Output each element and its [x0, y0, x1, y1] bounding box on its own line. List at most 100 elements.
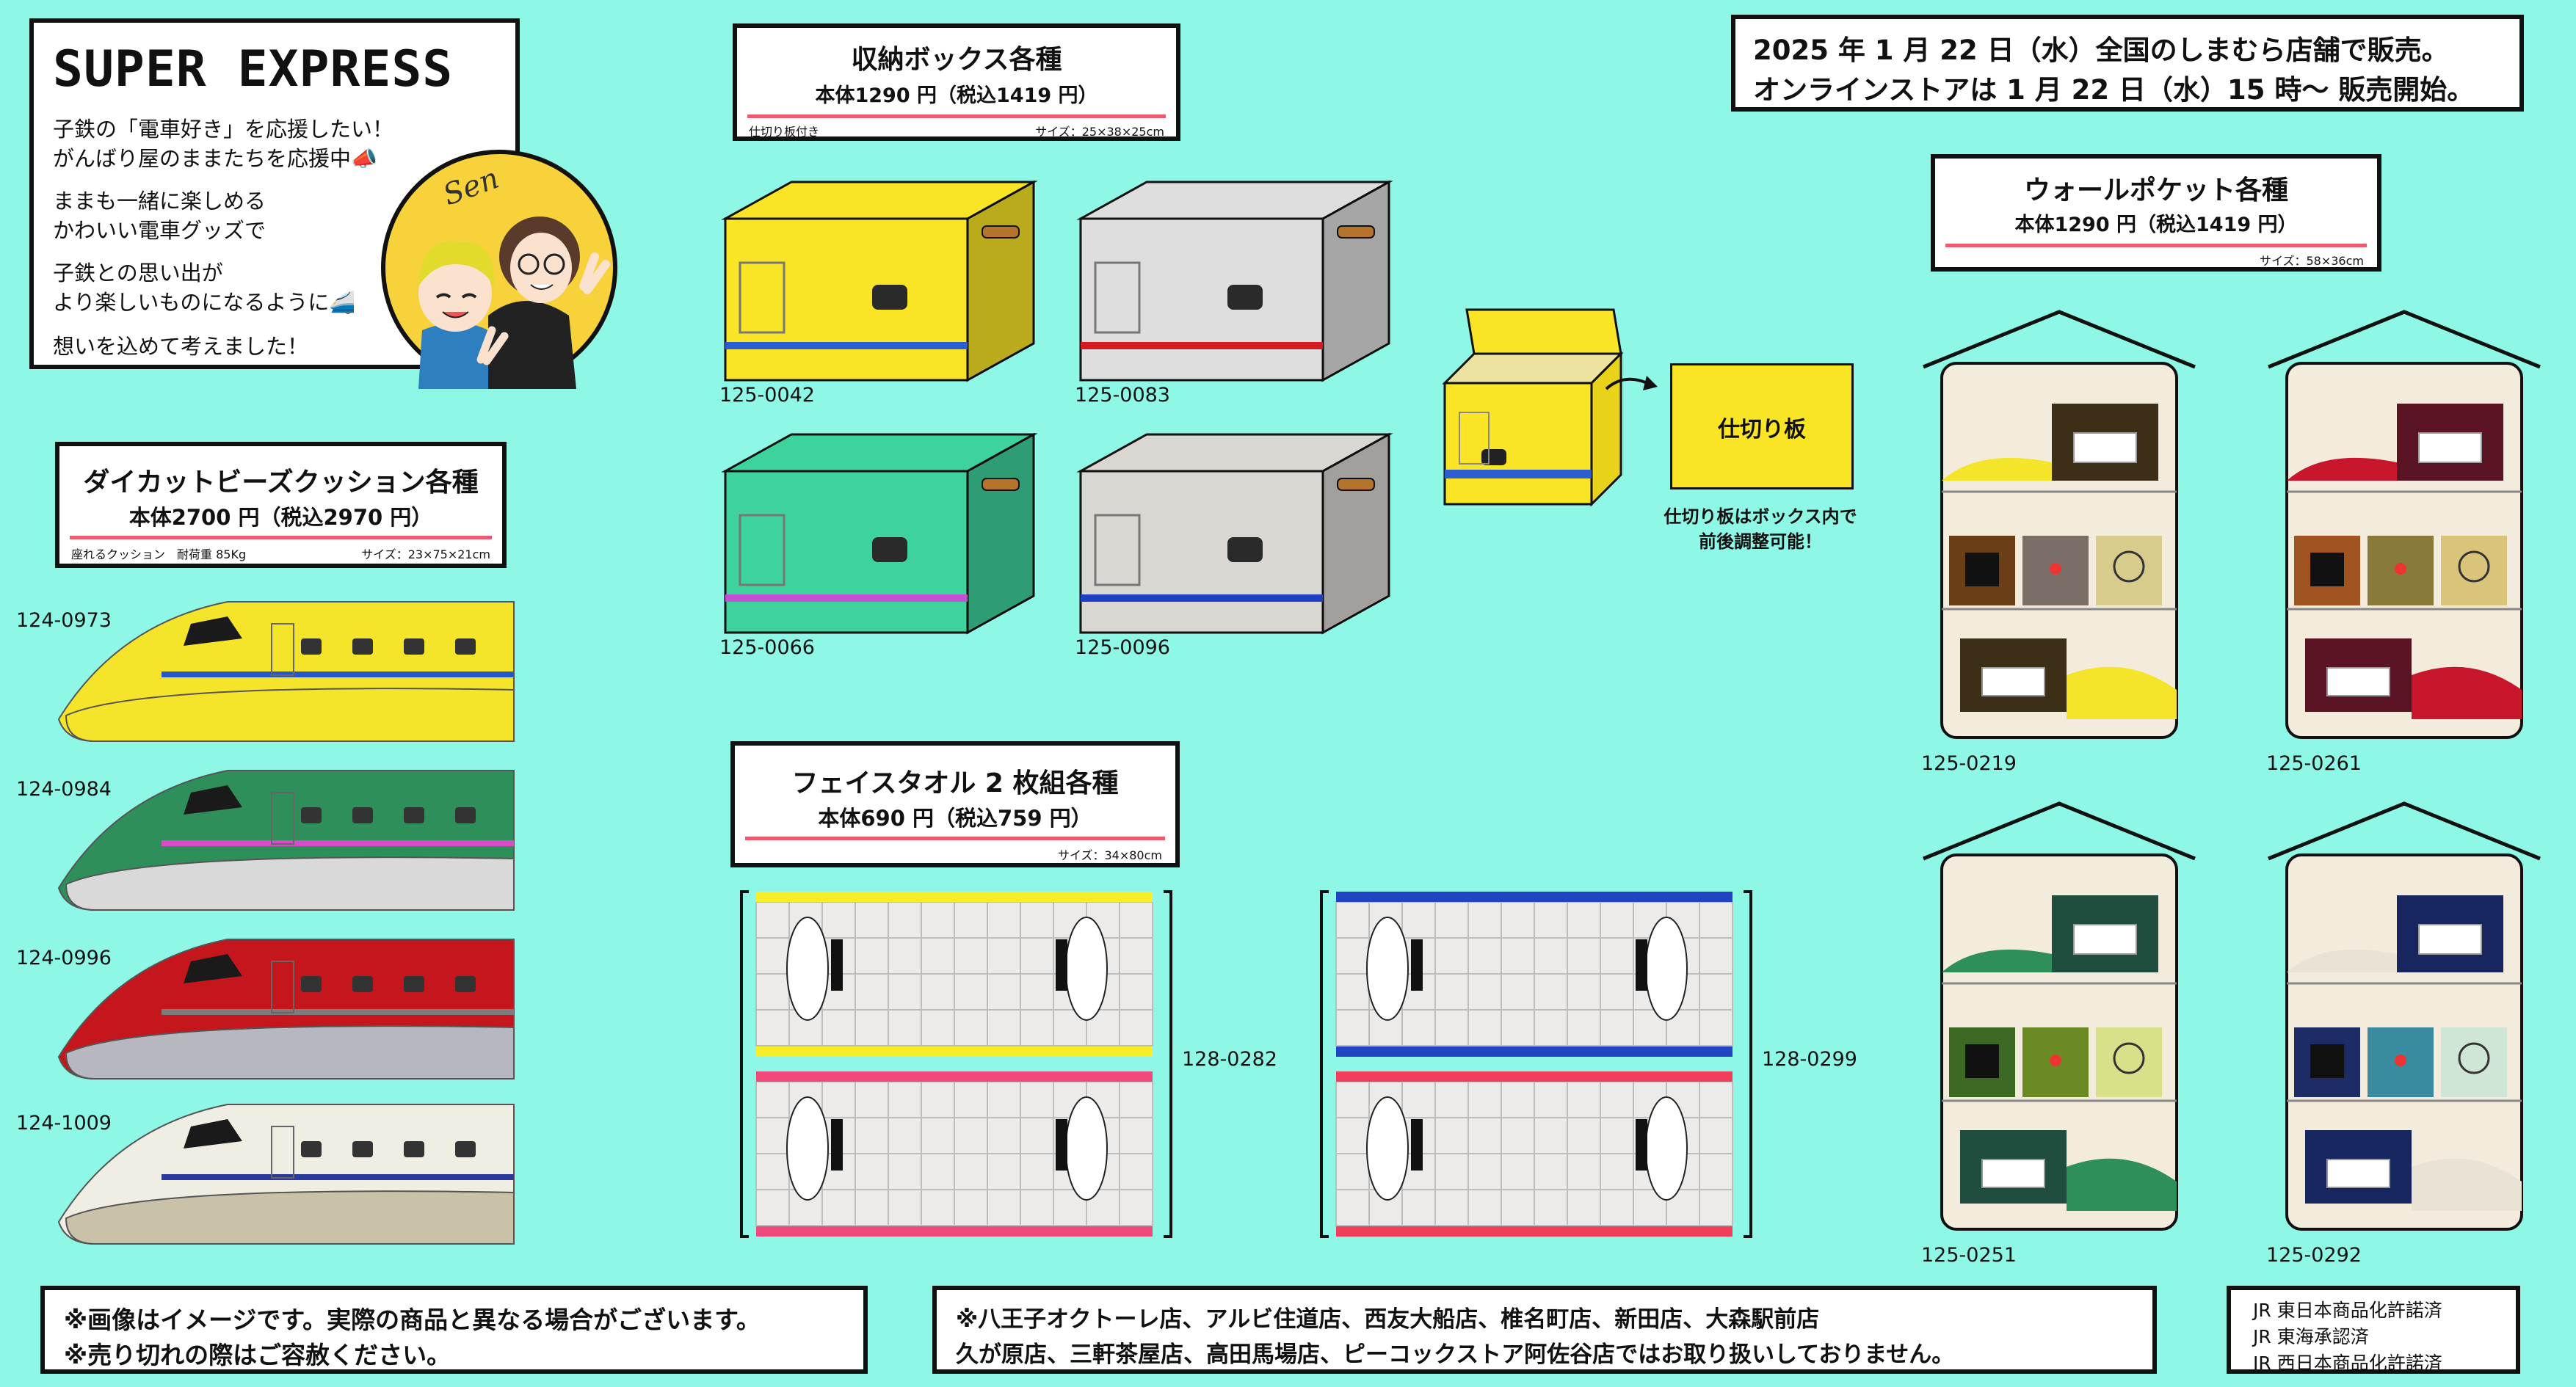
storage-divider-line [747, 114, 1166, 118]
cushion-header: ダイカットビーズクッション各種 本体2700 円（税込2970 円） 座れるクッ… [55, 442, 507, 568]
cushion-door [271, 792, 294, 845]
towel-band-top [756, 892, 1153, 902]
cushion-window [404, 807, 424, 823]
cushion-door [271, 623, 294, 676]
towel-train-right [1645, 1096, 1688, 1201]
pocket-label [2418, 924, 2482, 955]
towel-label-tag [1411, 939, 1423, 991]
footer-left-1: ※画像はイメージです。実際の商品と異なる場合がございます。 [64, 1306, 761, 1334]
cushion-windshield [184, 616, 242, 646]
wall-divider-line [1945, 244, 2367, 247]
towel-divider-line [745, 837, 1165, 840]
cushion-door [271, 1126, 294, 1179]
cushion-underbody [65, 1190, 515, 1245]
cushion-window [455, 807, 476, 823]
towel-size: サイズ：34×80cm [1057, 848, 1162, 862]
brand-title: SUPER EXPRESS [53, 40, 454, 98]
storage-box-3 [721, 432, 1038, 635]
footer-store-note: ※八王子オクトーレ店、アルビ住道店、西友大船店、椎名町店、新田店、大森駅前店 久… [932, 1286, 2157, 1374]
box-door [739, 514, 786, 586]
divider-panel: 仕切り板 [1670, 363, 1854, 489]
wall-title: ウォールポケット各種 [2023, 175, 2288, 205]
towel-band-top [1336, 1071, 1733, 1082]
box-stripe [1081, 594, 1323, 602]
license-1: JR 東日本商品化許諾済 [2253, 1300, 2442, 1321]
hanger [1923, 310, 2196, 369]
pocket-icon [1965, 553, 1999, 586]
storage-code-2: 125-0083 [1075, 384, 1170, 407]
footer-mid-2: 久が原店、三軒茶屋店、高田馬場店、ピーコックストア阿佐谷店ではお取り扱いしており… [956, 1342, 1955, 1368]
wall-train-top [2287, 949, 2397, 972]
towel-set-2 [1320, 890, 1752, 1238]
pocket-small-3 [2096, 536, 2162, 605]
footer-license: JR 東日本商品化許諾済 JR 東海承認済 JR 西日本商品化許諾済 [2227, 1286, 2520, 1374]
pocket-label [2326, 667, 2390, 696]
signal-light [2395, 1055, 2406, 1066]
storage-code-3: 125-0066 [719, 636, 815, 659]
sign-icon [2458, 550, 2490, 583]
cushion-code-4: 124-1009 [16, 1112, 112, 1135]
wall-price: 本体1290 円（税込1419 円） [2014, 214, 2298, 236]
cushion-window [301, 638, 322, 655]
brand-line-6: より楽しいものになるように🚄 [53, 290, 356, 315]
box-handle [1337, 225, 1375, 239]
wall-train-bottom [2412, 1158, 2522, 1211]
signal-light [2050, 563, 2061, 575]
towel-train-right [1645, 917, 1688, 1021]
wall-train-top [1942, 949, 2052, 972]
divider-label: 仕切り板 [1718, 417, 1806, 443]
towel-band-bottom [1336, 1046, 1733, 1057]
footer-mid-1: ※八王子オクトーレ店、アルビ住道店、西友大船店、椎名町店、新田店、大森駅前店 [956, 1306, 1820, 1333]
cushion-stripe [162, 671, 514, 677]
license-2: JR 東海承認済 [2253, 1326, 2369, 1347]
cushion-window [301, 976, 322, 992]
pocket-label [1981, 667, 2045, 696]
cushion-underbody [65, 856, 515, 911]
storage-price: 本体1290 円（税込1419 円） [815, 84, 1098, 107]
cushion-window [352, 638, 373, 655]
cushion-window [301, 1141, 322, 1157]
towel-label-tag [831, 1119, 843, 1171]
release-line-2: オンラインストアは 1 月 22 日（水）15 時〜 販売開始。 [1753, 74, 2475, 106]
wall-pocket-3 [1923, 801, 2196, 1231]
bracket-left [740, 890, 749, 1238]
cushion-windshield [184, 954, 242, 983]
cushion-stripe [162, 840, 514, 846]
storage-header: 収納ボックス各種 本体1290 円（税込1419 円） 仕切り板付き サイズ：2… [733, 23, 1180, 141]
cushion-underbody [65, 688, 515, 742]
towel-train-left [786, 917, 829, 1021]
cushion-code-3: 124-0996 [16, 947, 112, 969]
pocket-icon [2310, 1044, 2344, 1078]
towel-train-right [1065, 1096, 1108, 1201]
cushion-note-right: サイズ：23×75×21cm [361, 547, 490, 561]
cushion-stripe [162, 1174, 514, 1180]
towel-label-tag [1411, 1119, 1423, 1171]
storage-box-4 [1076, 432, 1393, 635]
bracket-right [1164, 890, 1172, 1238]
cushion-3 [57, 939, 515, 1080]
pocket-label [2326, 1159, 2390, 1188]
towel-train-left [786, 1096, 829, 1201]
release-line-1: 2025 年 1 月 22 日（水）全国のしまむら店舗で販売。 [1753, 34, 2449, 66]
brand-line-3: ままも一緒に楽しめる [53, 189, 266, 214]
footer-left-2: ※売り切れの際はご容赦ください。 [64, 1341, 451, 1369]
towel-train-left [1366, 1096, 1409, 1201]
brand-line-2: がんばり屋のままたちを応援中📣 [53, 146, 378, 171]
box-window [1227, 285, 1263, 310]
cushion-stripe [162, 1009, 514, 1015]
storage-box-open [1442, 308, 1658, 507]
pocket-icon [2310, 553, 2344, 586]
avatar: Sen [381, 150, 617, 389]
brand-line-7: 想いを込めて考えました！ [53, 334, 309, 359]
cushion-2 [57, 770, 515, 911]
wall-code-4: 125-0292 [2266, 1244, 2362, 1267]
towel-label-tag [1636, 1119, 1647, 1171]
cushion-4 [57, 1104, 515, 1245]
towel-code-2: 128-0299 [1762, 1048, 1857, 1071]
wall-train-top [2287, 457, 2397, 481]
wall-pocket-4 [2268, 801, 2541, 1231]
box-handle [982, 478, 1020, 491]
box-door [1094, 514, 1141, 586]
storage-code-1: 125-0042 [719, 384, 815, 407]
